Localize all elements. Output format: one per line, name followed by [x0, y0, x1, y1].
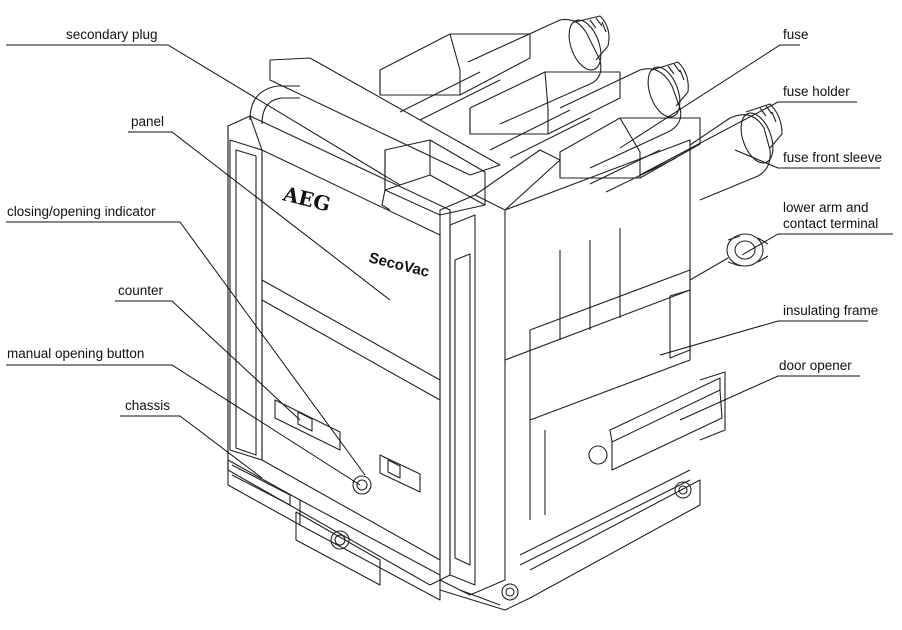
label-lower-arm-line1: lower arm and [783, 200, 869, 215]
label-door-opener: door opener [779, 358, 852, 373]
insulating-frame [504, 139, 691, 520]
leader-lower-arm [741, 233, 893, 256]
leader-counter [115, 300, 301, 421]
label-fuse-front-sleeve: fuse front sleeve [783, 150, 883, 165]
label-insulating-frame: insulating frame [783, 303, 879, 318]
chassis [227, 459, 701, 611]
leader-closing-opening-indicator [6, 221, 366, 476]
leader-secondary-plug [6, 44, 401, 186]
label-secondary-plug: secondary plug [66, 27, 158, 42]
right-column [439, 149, 561, 596]
label-panel: panel [131, 114, 165, 129]
label-manual-opening-button: manual opening button [7, 346, 145, 361]
leader-chassis [120, 415, 263, 479]
leader-fuse-front-sleeve [734, 149, 880, 169]
label-fuse: fuse [783, 27, 809, 42]
leader-insulating-frame [659, 320, 868, 356]
lower-arm-contact-terminal [689, 233, 769, 281]
label-chassis: chassis [125, 398, 171, 413]
label-counter: counter [118, 283, 164, 298]
leader-lines [6, 44, 893, 486]
label-fuse-holder: fuse holder [783, 84, 850, 99]
front-panel [227, 115, 451, 586]
leader-fuse [619, 44, 800, 149]
leader-fuse-holder [639, 101, 857, 176]
fuse-assembly [467, 15, 783, 201]
label-closing-opening-indicator: closing/opening indicator [7, 204, 156, 219]
label-lower-arm-line2: contact terminal [783, 216, 879, 231]
model-mark: SecoVac [367, 249, 431, 280]
brand-mark: AEG [280, 181, 333, 216]
fuse-holder-boxes [379, 33, 701, 193]
leader-panel [128, 131, 391, 301]
leader-door-opener [679, 375, 860, 421]
leader-manual-opening-button [6, 364, 361, 486]
door-opener [588, 371, 726, 471]
